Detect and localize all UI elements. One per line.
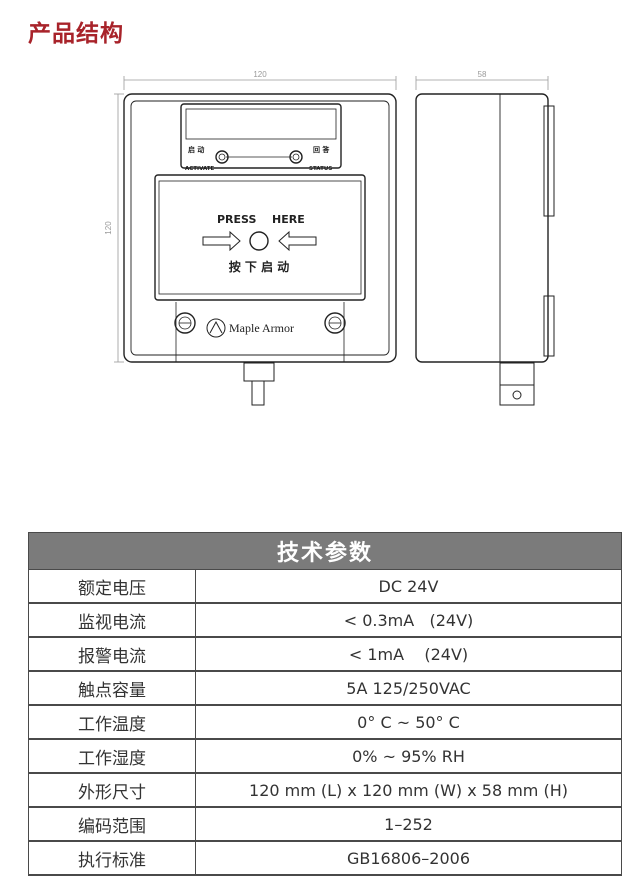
spec-key: 报警电流 (28, 636, 196, 672)
spec-key: 工作温度 (28, 704, 196, 740)
table-row: 外形尺寸 120 mm (L) x 120 mm (W) x 58 mm (H) (28, 772, 622, 808)
spec-value: DC 24V (195, 569, 622, 604)
spec-table: 技术参数 额定电压 DC 24V 监视电流 < 0.3mA (24V) 报警电流… (28, 532, 622, 876)
spec-value: 0° C ~ 50° C (195, 704, 622, 740)
spec-key: 外形尺寸 (28, 772, 196, 808)
press-label: PRESS (217, 213, 256, 226)
table-row: 编码范围 1–252 (28, 806, 622, 842)
front-view (123, 93, 397, 406)
dim-depth-label: 58 (478, 70, 487, 79)
here-label: HERE (272, 213, 305, 226)
spec-key: 执行标准 (28, 840, 196, 876)
press-cn-label: 按 下 启 动 (229, 259, 290, 274)
spec-value: 120 mm (L) x 120 mm (W) x 58 mm (H) (195, 772, 622, 808)
table-row: 执行标准 GB16806–2006 (28, 840, 622, 876)
spec-value: 5A 125/250VAC (195, 670, 622, 706)
product-structure-diagram: 120 58 120 启 动 (104, 70, 555, 406)
section-title: 产品结构 (28, 21, 124, 47)
side-view (415, 93, 555, 406)
brand-label: Maple Armor (229, 321, 294, 335)
table-row: 触点容量 5A 125/250VAC (28, 670, 622, 706)
spec-key: 额定电压 (28, 569, 196, 604)
spec-table-title: 技术参数 (28, 532, 622, 570)
table-row: 额定电压 DC 24V (28, 569, 622, 604)
activate-en-label: ACTIVATE (185, 166, 215, 172)
dimension-lines (114, 76, 549, 363)
spec-value: GB16806–2006 (195, 840, 622, 876)
activate-cn-label: 启 动 (188, 145, 204, 154)
spec-value: < 1mA (24V) (195, 636, 622, 672)
table-row: 工作温度 0° C ~ 50° C (28, 704, 622, 740)
spec-value: 0% ~ 95% RH (195, 738, 622, 774)
spec-key: 编码范围 (28, 806, 196, 842)
table-row: 监视电流 < 0.3mA (24V) (28, 602, 622, 638)
spec-key: 工作湿度 (28, 738, 196, 774)
dim-width-label: 120 (253, 70, 267, 79)
spec-value: 1–252 (195, 806, 622, 842)
spec-key: 触点容量 (28, 670, 196, 706)
spec-key: 监视电流 (28, 602, 196, 638)
table-row: 工作湿度 0% ~ 95% RH (28, 738, 622, 774)
spec-value: < 0.3mA (24V) (195, 602, 622, 638)
table-row: 报警电流 < 1mA (24V) (28, 636, 622, 672)
dim-height-label: 120 (104, 221, 113, 235)
status-cn-label: 回 答 (313, 145, 330, 154)
status-en-label: STATUS (309, 166, 332, 172)
